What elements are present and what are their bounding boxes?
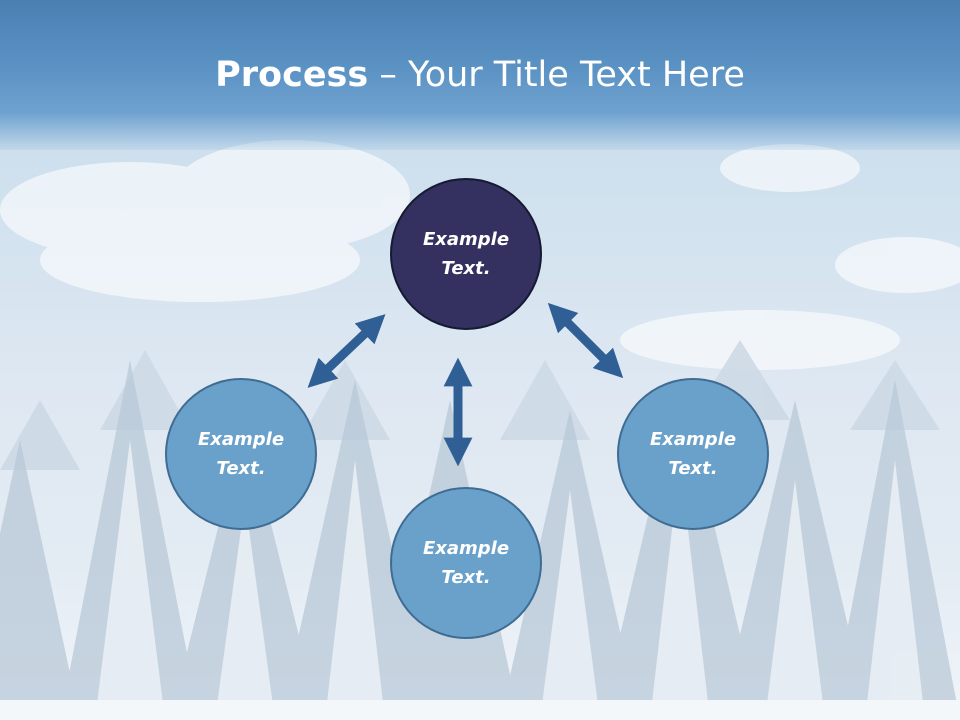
- node-right-text: Example Text.: [649, 429, 737, 479]
- process-node-left[interactable]: Example Text.: [165, 378, 317, 530]
- slide-title: Process – Your Title Text Here: [0, 52, 960, 98]
- title-rest-part: – Your Title Text Here: [368, 55, 745, 95]
- title-bold-part: Process: [215, 55, 369, 95]
- arrow-top-right: [547, 302, 624, 379]
- node-bottom-text: Example Text.: [422, 538, 510, 588]
- arrow-top-left: [307, 314, 386, 388]
- title-bar: [0, 0, 960, 150]
- process-node-bottom[interactable]: Example Text.: [390, 487, 542, 639]
- node-left-text: Example Text.: [197, 429, 285, 479]
- node-top-text: Example Text.: [422, 229, 510, 279]
- process-node-right[interactable]: Example Text.: [617, 378, 769, 530]
- process-node-top[interactable]: Example Text.: [390, 178, 542, 330]
